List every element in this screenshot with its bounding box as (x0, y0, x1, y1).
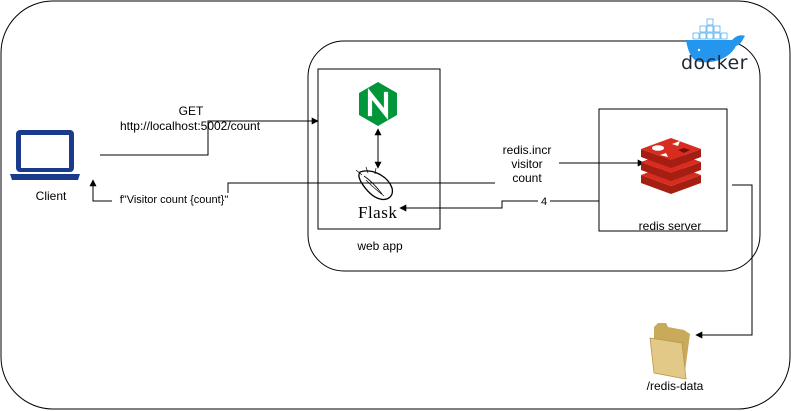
docker-icon (686, 18, 745, 63)
docker-boundary (307, 40, 761, 272)
request-url-label: http://localhost:5002/count (119, 119, 261, 133)
request-arrow (100, 117, 319, 156)
flask-icon (355, 166, 394, 201)
client-label: Client (35, 189, 67, 203)
redis-incr-arrow (400, 163, 644, 184)
nginx-icon (359, 82, 397, 126)
redis-server-label: redis server (638, 219, 702, 233)
redis-call-line3: count (495, 171, 559, 185)
docker-logo-text: docker (681, 52, 748, 74)
redis-return-arrow (399, 200, 599, 212)
volume-label: /redis-data (646, 379, 704, 393)
flask-logo-text: Flask (358, 203, 398, 222)
redis-call-line2: visitor (495, 157, 559, 171)
folder-icon (649, 323, 690, 380)
response-label: f"Visitor count {count}" (112, 193, 236, 207)
laptop-icon (10, 130, 80, 180)
web-app-label: web app (357, 239, 403, 253)
redis-call-line1: redis.incr (495, 143, 559, 157)
volume-arrow (695, 184, 753, 339)
request-method-label: GET (178, 104, 204, 118)
redis-return-label: 4 (538, 195, 550, 209)
redis-icon (641, 138, 701, 194)
